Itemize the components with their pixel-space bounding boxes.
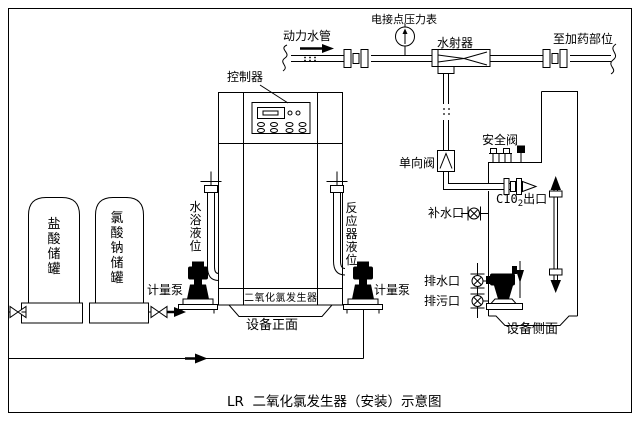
pressure-gauge-label: 电接点压力表 xyxy=(371,13,437,26)
indicator-light xyxy=(295,110,301,116)
check-valve-icon xyxy=(437,150,455,172)
controller-leader-line xyxy=(259,84,289,104)
power-water-pipe xyxy=(282,43,617,75)
outlet-nozzle-icon xyxy=(522,180,538,193)
side-view-base xyxy=(488,315,578,326)
side-pump-icon xyxy=(486,261,524,310)
reactor-level-label: 反应器液位 xyxy=(345,201,358,267)
check-valve-label: 单向阀 xyxy=(399,156,436,170)
controller-label: 控制器 xyxy=(227,70,264,84)
power-water-pipe-label: 动力水管 xyxy=(283,29,332,43)
metering-pump-left-icon xyxy=(178,261,218,314)
water-ejector-label: 水射器 xyxy=(437,36,474,50)
display-screen xyxy=(257,107,285,119)
cabinet-base xyxy=(218,304,343,317)
pipe-union-right-icon xyxy=(542,49,568,68)
generator-nameplate-label: 二氧化氯发生器 xyxy=(244,293,318,304)
safety-valve-icon xyxy=(489,145,525,163)
side-view-outline xyxy=(488,91,578,326)
control-panel xyxy=(251,102,311,134)
generator-cabinet-front xyxy=(218,84,343,317)
flow-arrow-icon xyxy=(167,307,186,317)
water-ejector-icon xyxy=(431,49,491,74)
sewage-port-label: 排污口 xyxy=(424,294,461,308)
pipe-break-left-icon xyxy=(282,44,288,72)
metering-pump-left-label: 计量泵 xyxy=(147,283,184,297)
hcl-tank-label: 盐酸储罐 xyxy=(47,217,61,277)
pressure-gauge-icon xyxy=(395,24,415,56)
flow-arrow-icon xyxy=(185,353,208,364)
drain-valves xyxy=(470,263,489,318)
naclo3-tank-label: 氯酸钠储罐 xyxy=(110,211,124,286)
water-bath-level-label: 水浴液位 xyxy=(189,200,202,253)
drawing-title: LR 二氧化氯发生器（安装）示意图 xyxy=(227,394,442,410)
makeup-water-port-label: 补水口 xyxy=(428,206,465,220)
clo2-outlet-text: 出口 xyxy=(523,192,548,206)
pipe-break-right-icon xyxy=(610,43,617,75)
clo2-subscript: 2 xyxy=(517,199,524,209)
to-dosing-site-label: 至加药部位 xyxy=(553,32,614,46)
dip-tube-icon xyxy=(549,176,563,293)
reactor-level-gauge-icon xyxy=(326,171,348,276)
metering-pump-right-icon xyxy=(343,261,383,314)
flow-arrow-icon xyxy=(300,44,334,53)
ejector-down-pipe xyxy=(443,73,450,150)
clo2-formula: C10 xyxy=(496,192,518,206)
chemical-feed-lines xyxy=(8,305,364,364)
panel-buttons xyxy=(257,122,307,133)
equipment-front-view-label: 设备正面 xyxy=(246,318,299,333)
sewage-valve-icon xyxy=(470,293,489,309)
indicator-light xyxy=(287,110,293,116)
hcl-tank-valve-icon xyxy=(8,305,27,319)
equipment-side-view-label: 设备侧面 xyxy=(506,322,559,337)
clo2-outlet-label: C102出口 xyxy=(496,192,547,211)
pipe-break-dots-icon xyxy=(304,56,316,62)
safety-valve-label: 安全阀 xyxy=(482,133,519,147)
metering-pump-right-label: 计量泵 xyxy=(374,283,411,297)
naclo3-tank-outline xyxy=(89,197,149,324)
drain-port-label: 排水口 xyxy=(424,274,461,288)
clo2-outlet-pipe xyxy=(443,171,538,195)
drain-valve-icon xyxy=(470,273,489,289)
naclo3-tank-valve-icon xyxy=(148,305,168,319)
pipe-union-left-icon xyxy=(343,49,369,68)
drawing-frame xyxy=(8,8,632,413)
makeup-water-valve-icon xyxy=(461,206,489,221)
